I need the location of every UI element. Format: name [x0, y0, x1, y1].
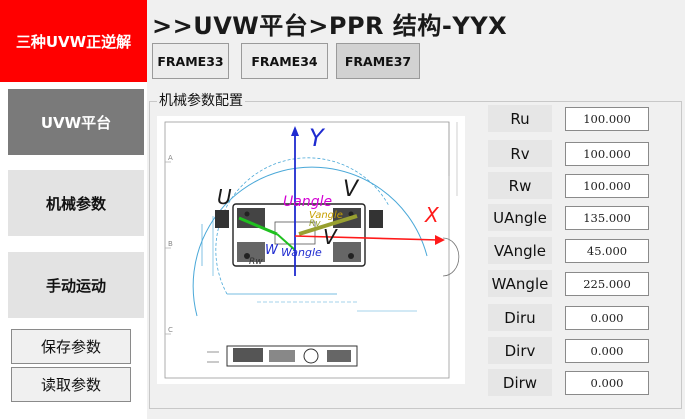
group-title: 机械参数配置 — [157, 90, 245, 110]
param-label-ru: Ru — [488, 105, 552, 132]
side-view-body — [226, 345, 358, 367]
side-view-part — [233, 348, 263, 362]
platform-block — [237, 208, 265, 228]
w-label: W — [265, 243, 279, 258]
param-input-rv[interactable] — [565, 142, 649, 166]
vangle-annotation: Vangle — [309, 210, 343, 221]
param-label-wangle: WAngle — [488, 270, 552, 297]
x-axis-label: X — [424, 203, 440, 227]
platform-block — [237, 242, 265, 262]
x-axis-arrow — [435, 235, 445, 245]
param-label-diru: Diru — [488, 304, 552, 331]
wangle-annotation: Wangle — [281, 246, 322, 259]
bolt — [244, 211, 250, 217]
uangle-annotation: Uangle — [283, 194, 332, 210]
v-vector — [298, 214, 358, 236]
row-letter: B — [168, 240, 173, 248]
tab-frame33[interactable]: FRAME33 — [152, 43, 229, 79]
tab-frame37[interactable]: FRAME37 — [336, 43, 420, 79]
u-vector — [238, 216, 278, 236]
side-view-part — [269, 350, 295, 362]
motor-block — [369, 210, 383, 228]
rotation-indicator — [442, 237, 460, 277]
rw-annotation: Rw — [249, 257, 263, 267]
drawing-svg: A B C Y — [164, 121, 460, 379]
param-input-wangle[interactable] — [565, 272, 649, 296]
stage-arc-inner — [215, 157, 390, 295]
motor-block — [215, 210, 229, 228]
bolt — [244, 253, 250, 259]
tab-frame34[interactable]: FRAME34 — [241, 43, 328, 79]
page-title: >>UVW平台>PPR 结构-YYX — [152, 12, 508, 40]
platform-body — [232, 203, 366, 267]
param-input-ru[interactable] — [565, 107, 649, 131]
platform-block — [333, 242, 361, 262]
mechanism-drawing: A B C Y — [157, 116, 465, 384]
v-label-lower: V — [323, 225, 338, 249]
param-input-dirw[interactable] — [565, 371, 649, 395]
save-params-button[interactable]: 保存参数 — [11, 329, 131, 364]
rv-annotation: Rv — [309, 219, 321, 229]
sidebar-item-uvw-platform[interactable]: UVW平台 — [8, 89, 144, 155]
u-label: U — [217, 185, 232, 209]
param-label-dirw: Dirw — [488, 369, 552, 396]
x-axis — [294, 235, 440, 241]
param-label-vangle: VAngle — [488, 237, 552, 264]
v-label: V — [343, 177, 360, 202]
w-vector — [276, 233, 296, 251]
y-axis-arrow — [291, 126, 299, 136]
param-input-vangle[interactable] — [565, 239, 649, 263]
stage-arc — [192, 166, 428, 317]
drawing-frame — [164, 121, 450, 379]
mechanical-config-group — [149, 101, 682, 409]
bolt — [348, 211, 354, 217]
param-input-diru[interactable] — [565, 306, 649, 330]
param-label-rw: Rw — [488, 172, 552, 199]
param-label-dirv: Dirv — [488, 337, 552, 364]
side-view-part — [327, 350, 351, 362]
param-input-uangle[interactable] — [565, 206, 649, 230]
param-input-dirv[interactable] — [565, 339, 649, 363]
param-input-rw[interactable] — [565, 174, 649, 198]
param-label-rv: Rv — [488, 140, 552, 167]
row-letter: A — [168, 154, 173, 162]
sidebar-item-mechanical-params[interactable]: 机械参数 — [8, 170, 144, 236]
app-brand: 三种UVW正逆解 — [0, 0, 147, 82]
side-view-wheel — [303, 348, 319, 364]
load-params-button[interactable]: 读取参数 — [11, 367, 131, 402]
param-label-uangle: UAngle — [488, 204, 552, 231]
y-axis-label: Y — [309, 124, 326, 152]
bolt — [348, 253, 354, 259]
sidebar-item-manual-motion[interactable]: 手动运动 — [8, 252, 144, 318]
row-letter: C — [168, 326, 173, 334]
